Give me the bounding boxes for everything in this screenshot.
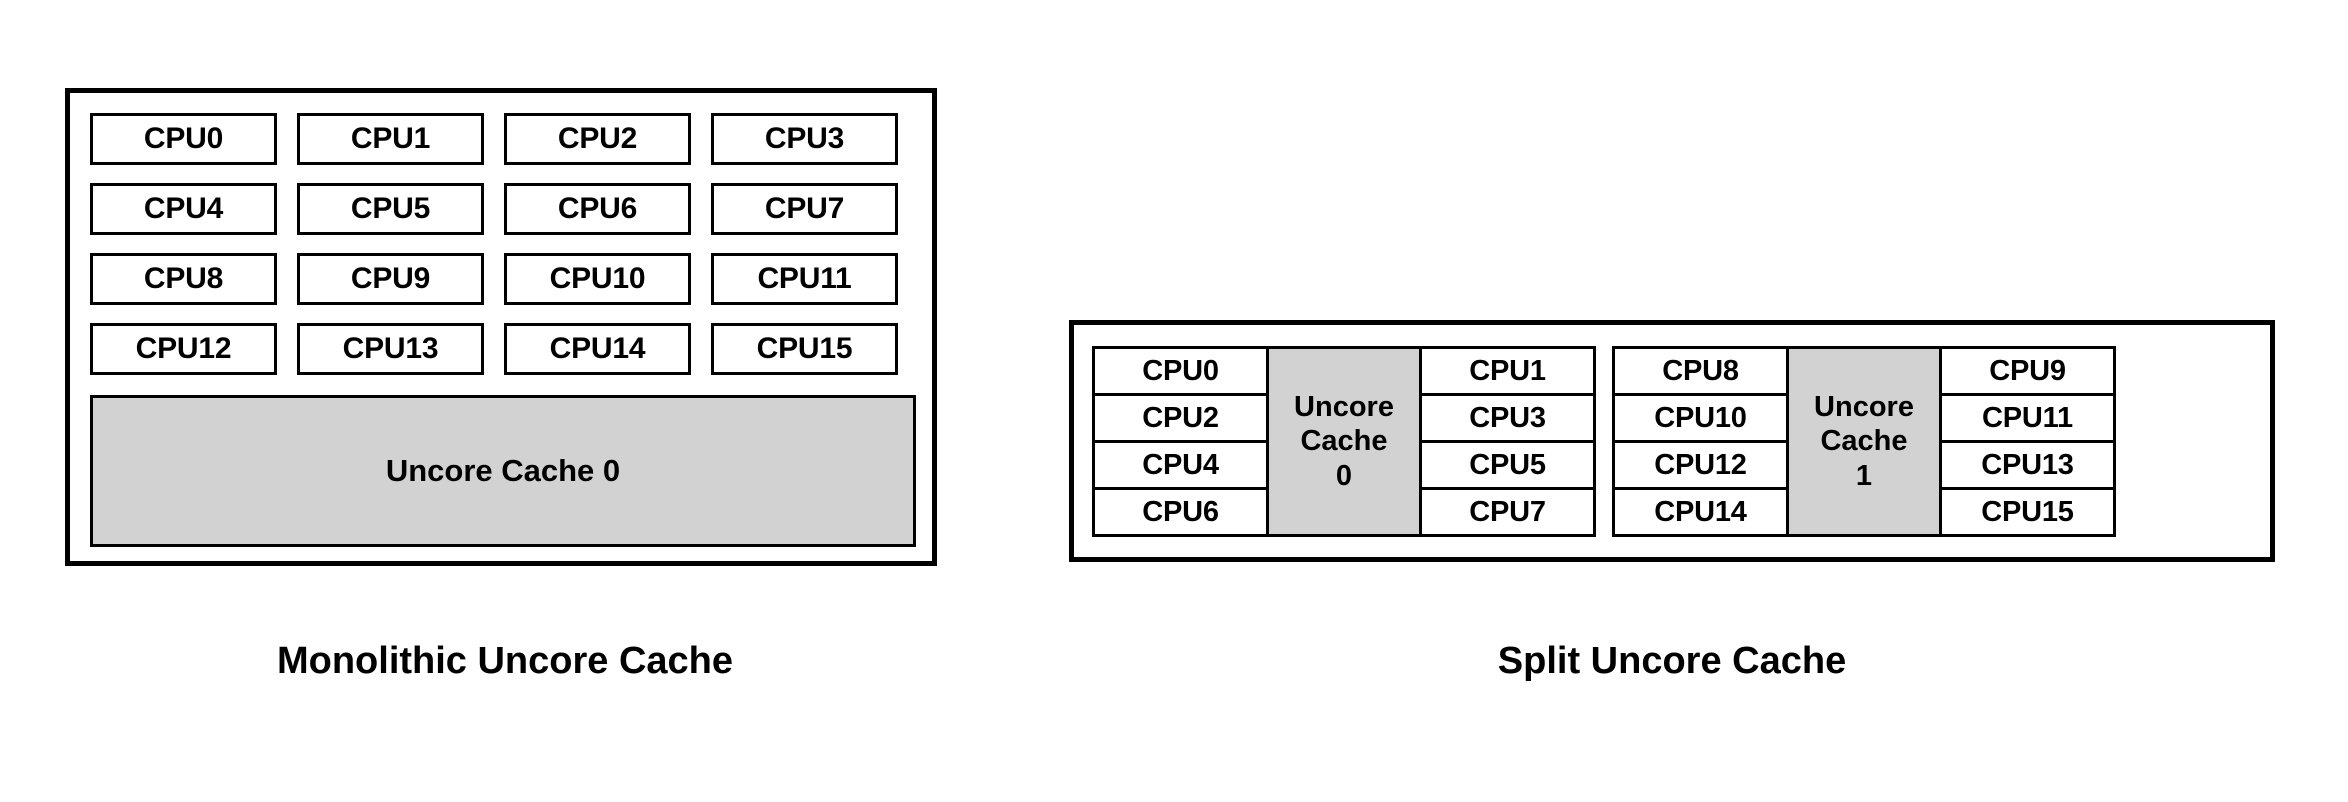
- cpu-box: CPU1: [1419, 346, 1596, 396]
- split-cache-groups: CPU0 CPU2 CPU4 CPU6 Uncore Cache 0 CPU1 …: [1092, 346, 2116, 537]
- uncore-cache-line-1: Uncore: [1814, 391, 1914, 424]
- cpu-box: CPU11: [711, 253, 898, 305]
- cpu-box: CPU4: [90, 183, 277, 235]
- cpu-box: CPU14: [1612, 487, 1789, 537]
- cpu-box: CPU9: [297, 253, 484, 305]
- cpu-box: CPU10: [1612, 393, 1789, 443]
- split-right-cpu-column: CPU1 CPU3 CPU5 CPU7: [1419, 346, 1596, 537]
- split-caption: Split Uncore Cache: [1497, 640, 1847, 682]
- cpu-box: CPU3: [711, 113, 898, 165]
- cpu-box: CPU3: [1419, 393, 1596, 443]
- uncore-cache-box: Uncore Cache 0: [90, 395, 916, 547]
- split-left-cpu-column: CPU0 CPU2 CPU4 CPU6: [1092, 346, 1269, 537]
- uncore-cache-box: Uncore Cache 0: [1266, 346, 1422, 537]
- split-group: CPU8 CPU10 CPU12 CPU14 Uncore Cache 1 CP…: [1612, 346, 2116, 537]
- uncore-cache-box: Uncore Cache 1: [1786, 346, 1942, 537]
- cpu-box: CPU12: [1612, 440, 1789, 490]
- cpu-box: CPU12: [90, 323, 277, 375]
- cpu-box: CPU15: [1939, 487, 2116, 537]
- cpu-box: CPU4: [1092, 440, 1269, 490]
- cpu-box: CPU11: [1939, 393, 2116, 443]
- cpu-box: CPU9: [1939, 346, 2116, 396]
- cpu-box: CPU7: [711, 183, 898, 235]
- cpu-box: CPU13: [1939, 440, 2116, 490]
- cpu-box: CPU13: [297, 323, 484, 375]
- monolithic-caption: Monolithic Uncore Cache: [276, 640, 734, 682]
- cpu-box: CPU10: [504, 253, 691, 305]
- monolithic-cpu-grid: CPU0 CPU1 CPU2 CPU3 CPU4 CPU5 CPU6 CPU7 …: [90, 113, 916, 375]
- split-package-outline: CPU0 CPU2 CPU4 CPU6 Uncore Cache 0 CPU1 …: [1069, 320, 2275, 562]
- cpu-box: CPU15: [711, 323, 898, 375]
- cpu-box: CPU2: [504, 113, 691, 165]
- uncore-cache-line-3: 0: [1335, 459, 1353, 492]
- split-group: CPU0 CPU2 CPU4 CPU6 Uncore Cache 0 CPU1 …: [1092, 346, 1596, 537]
- cpu-box: CPU2: [1092, 393, 1269, 443]
- monolithic-package-outline: CPU0 CPU1 CPU2 CPU3 CPU4 CPU5 CPU6 CPU7 …: [65, 88, 937, 566]
- uncore-cache-line-2: Cache: [1300, 425, 1388, 458]
- uncore-cache-line-2: Cache: [1820, 425, 1908, 458]
- cpu-box: CPU14: [504, 323, 691, 375]
- cpu-box: CPU6: [504, 183, 691, 235]
- cpu-box: CPU6: [1092, 487, 1269, 537]
- cpu-box: CPU1: [297, 113, 484, 165]
- uncore-cache-line-1: Uncore: [1294, 391, 1394, 424]
- split-right-cpu-column: CPU9 CPU11 CPU13 CPU15: [1939, 346, 2116, 537]
- cpu-box: CPU8: [1612, 346, 1789, 396]
- cpu-box: CPU8: [90, 253, 277, 305]
- uncore-cache-line-3: 1: [1855, 459, 1873, 492]
- cpu-box: CPU0: [1092, 346, 1269, 396]
- split-left-cpu-column: CPU8 CPU10 CPU12 CPU14: [1612, 346, 1789, 537]
- cpu-box: CPU0: [90, 113, 277, 165]
- cpu-box: CPU5: [1419, 440, 1596, 490]
- cpu-box: CPU5: [297, 183, 484, 235]
- cpu-box: CPU7: [1419, 487, 1596, 537]
